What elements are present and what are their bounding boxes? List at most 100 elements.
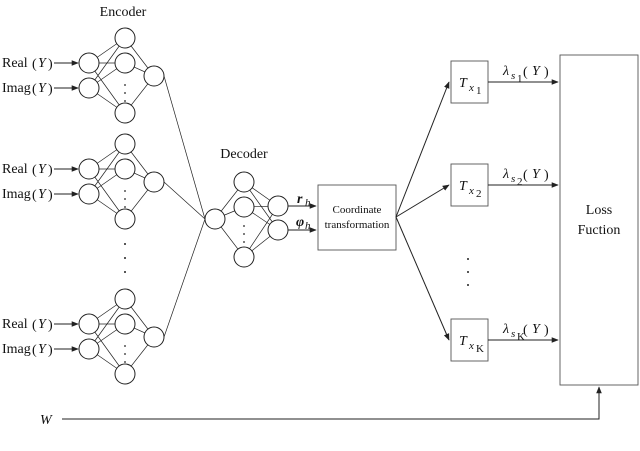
lambda-sub: s bbox=[511, 70, 515, 82]
encoder-block: Real(Y)Imag(Y) bbox=[2, 27, 206, 220]
encoder-input-node bbox=[78, 77, 100, 99]
coord-to-t-arrow bbox=[395, 184, 450, 218]
encoder-hidden-node bbox=[114, 208, 136, 230]
imag-y-input: Imag(Y) bbox=[2, 81, 79, 97]
merge-node bbox=[204, 208, 226, 230]
coordinate-transformation-box: Coordinate transformation bbox=[317, 184, 397, 251]
t-subsub: K bbox=[476, 343, 484, 355]
svg-text:transformation: transformation bbox=[325, 219, 390, 231]
t-subsub: 2 bbox=[476, 188, 482, 200]
paren-close: ) bbox=[48, 318, 53, 333]
lambda-sub: s bbox=[511, 173, 515, 185]
lambda-sub: s bbox=[511, 328, 515, 340]
y-variable: Y bbox=[38, 342, 48, 357]
y-variable: Y bbox=[38, 187, 48, 202]
t-box bbox=[450, 60, 489, 104]
encoder-hidden-node bbox=[114, 288, 136, 310]
encoder-input-node bbox=[78, 338, 100, 360]
encoder-hidden-node bbox=[114, 158, 136, 180]
y-variable: Y bbox=[38, 81, 48, 96]
paren-close: ) bbox=[544, 65, 549, 80]
paren-close: ) bbox=[544, 323, 549, 338]
hidden-ellipsis bbox=[124, 198, 126, 200]
decoder-hidden-ellipsis bbox=[243, 241, 245, 243]
y-variable: Y bbox=[38, 317, 48, 332]
lambda-symbol: λ bbox=[502, 167, 509, 182]
t-box bbox=[450, 318, 489, 362]
encoder-output-node bbox=[143, 65, 165, 87]
paren-open: ( bbox=[32, 318, 37, 333]
lambda-symbol: λ bbox=[502, 322, 509, 337]
decoder-output-node bbox=[267, 219, 289, 241]
encoder-hidden-node bbox=[114, 52, 136, 74]
encoder-to-merge-edge bbox=[163, 218, 206, 338]
t-symbol: T bbox=[459, 179, 468, 194]
encoder-hidden-node bbox=[114, 27, 136, 49]
encoder-block: Real(Y)Imag(Y) bbox=[2, 133, 206, 230]
encoder-output-node bbox=[143, 171, 165, 193]
svg-text:r: r bbox=[297, 192, 303, 207]
real-y-input: Real (Y) bbox=[2, 56, 79, 72]
encoder-to-merge-edge bbox=[163, 75, 206, 220]
lambda-arg: Y bbox=[532, 322, 542, 337]
paren-close: ) bbox=[48, 82, 53, 97]
imag-y-input: Imag(Y) bbox=[2, 187, 79, 203]
t-symbol: T bbox=[459, 76, 468, 91]
svg-text:W: W bbox=[40, 413, 53, 428]
encoder-output-node bbox=[143, 326, 165, 348]
paren-close: ) bbox=[48, 57, 53, 72]
paren-close: ) bbox=[48, 188, 53, 203]
coord-to-t-arrow bbox=[395, 216, 450, 341]
decoder-output-phi: φ h bbox=[296, 215, 311, 232]
t-symbol: T bbox=[459, 334, 468, 349]
paren-open: ( bbox=[32, 163, 37, 178]
decoder-output-node bbox=[267, 195, 289, 217]
svg-text:φ: φ bbox=[296, 215, 304, 230]
encoder-to-merge-edge bbox=[163, 181, 206, 220]
hidden-ellipsis bbox=[124, 100, 126, 102]
lambda-arg: Y bbox=[532, 64, 542, 79]
real-label: Real bbox=[2, 162, 28, 177]
encoder-hidden-node bbox=[114, 363, 136, 385]
encoder-ellipsis bbox=[124, 243, 126, 273]
coord-to-t-arrow bbox=[395, 81, 450, 218]
hidden-ellipsis bbox=[124, 353, 126, 355]
encoder-hidden-node bbox=[114, 102, 136, 124]
real-y-input: Real (Y) bbox=[2, 162, 79, 178]
svg-text:Loss: Loss bbox=[586, 203, 612, 218]
lambda-subsub: K bbox=[517, 331, 525, 343]
encoder-hidden-node bbox=[114, 133, 136, 155]
loss-function-box: Loss Fuction bbox=[559, 54, 639, 386]
lambda-symbol: λ bbox=[502, 64, 509, 79]
y-variable: Y bbox=[38, 162, 48, 177]
paren-close: ) bbox=[48, 163, 53, 178]
imag-label: Imag bbox=[2, 81, 31, 96]
paren-open: ( bbox=[523, 168, 528, 183]
encoder-hidden-node bbox=[114, 313, 136, 335]
encoder-input-node bbox=[78, 158, 100, 180]
encoder-input-node bbox=[78, 52, 100, 74]
real-label: Real bbox=[2, 56, 28, 71]
lambda-subsub: 1 bbox=[517, 73, 523, 85]
lambda-arg: Y bbox=[532, 167, 542, 182]
paren-open: ( bbox=[32, 188, 37, 203]
hidden-ellipsis bbox=[124, 361, 126, 363]
svg-text:h: h bbox=[305, 197, 311, 209]
paren-close: ) bbox=[48, 343, 53, 358]
decoder-hidden-node bbox=[233, 246, 255, 268]
svg-text:h: h bbox=[305, 220, 311, 232]
decoder-hidden-ellipsis bbox=[243, 225, 245, 227]
paren-open: ( bbox=[32, 343, 37, 358]
real-label: Real bbox=[2, 317, 28, 332]
paren-open: ( bbox=[32, 57, 37, 72]
y-variable: Y bbox=[38, 56, 48, 71]
w-input: W bbox=[40, 386, 602, 428]
hidden-ellipsis bbox=[124, 345, 126, 347]
imag-label: Imag bbox=[2, 187, 31, 202]
svg-text:Fuction: Fuction bbox=[578, 223, 621, 238]
